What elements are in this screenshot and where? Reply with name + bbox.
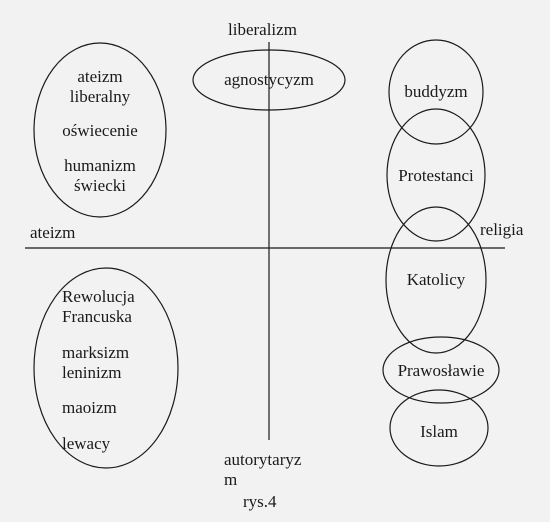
ellipse-protestanci — [386, 108, 486, 242]
top-left-line2: liberalny — [69, 87, 131, 106]
katolicy-label: Katolicy — [406, 270, 466, 289]
top-left-line3: oświecenie — [62, 121, 138, 140]
buddyzm-label: buddyzm — [404, 82, 468, 101]
islam-label: Islam — [420, 422, 458, 441]
protestanci-label: Protestanci — [398, 166, 474, 185]
bottom-left-line6: lewacy — [62, 434, 111, 453]
ellipse-katolicy — [385, 206, 487, 354]
bottom-left-line1: Rewolucja — [62, 287, 135, 306]
top-left-line1: ateizm — [77, 67, 123, 86]
top-left-line5: świecki — [74, 176, 126, 195]
figure-caption: rys.4 — [243, 492, 277, 511]
ellipse-islam — [389, 389, 489, 467]
axis-label-left: ateizm — [30, 223, 76, 242]
bottom-left-line2: Francuska — [62, 307, 132, 326]
bottom-left-line4: leninizm — [62, 363, 122, 382]
axis-label-bottom-line2: m — [224, 470, 238, 489]
ellipse-top-left — [33, 42, 167, 218]
bottom-left-line5: maoizm — [62, 398, 117, 417]
top-left-line4: humanizm — [64, 156, 136, 175]
agnostycyzm-label: agnostycyzm — [224, 70, 314, 89]
ellipse-agnostycyzm — [192, 49, 346, 111]
bottom-left-line3: marksizm — [62, 343, 130, 362]
axis-label-top: liberalizm — [228, 20, 297, 39]
ellipse-prawoslawie — [382, 336, 500, 404]
ellipse-buddyzm — [388, 39, 484, 145]
axis-label-bottom-line1: autorytaryz — [224, 450, 302, 469]
prawoslawie-label: Prawosławie — [397, 361, 485, 380]
ellipse-bottom-left — [33, 267, 179, 469]
axis-label-right: religia — [480, 220, 524, 239]
